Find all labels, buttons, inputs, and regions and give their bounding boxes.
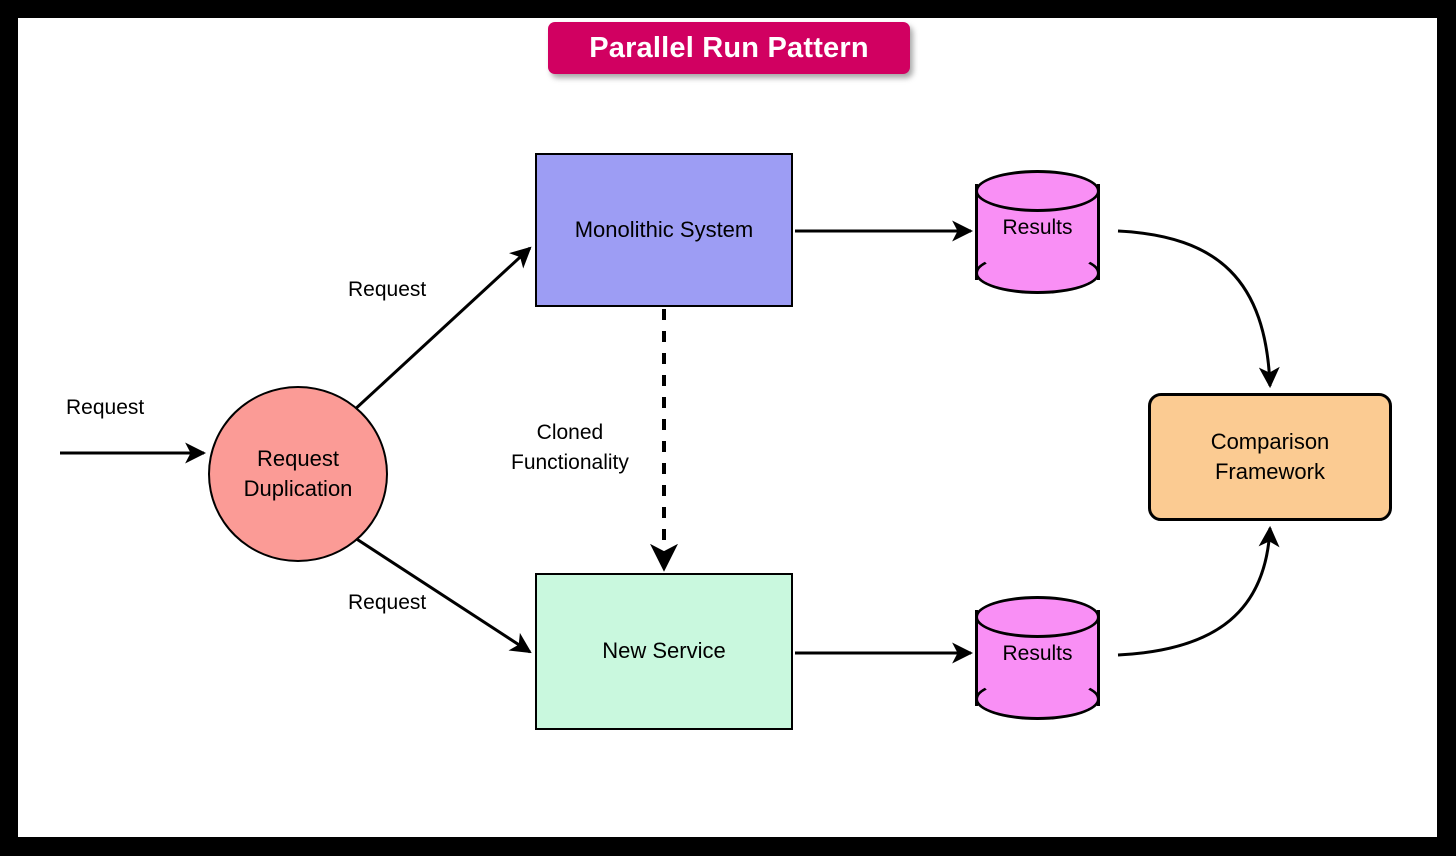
diagram-canvas: Parallel Run Pattern [18, 18, 1437, 837]
edge-results-bottom-to-comparison [1117, 525, 1280, 657]
edge-label-cloned-line1: Cloned [536, 421, 604, 444]
node-results-top[interactable]: Results [975, 170, 1100, 294]
node-request-duplication-label: Request Duplication [244, 444, 353, 505]
edge-label-duplication-to-monolith: Request [348, 278, 427, 301]
node-results-top-label: Results [1002, 216, 1073, 239]
edge-label-duplication-to-newservice: Request [348, 591, 427, 614]
node-results-bottom-label: Results [1002, 642, 1073, 665]
node-results-bottom[interactable]: Results [975, 596, 1100, 720]
node-request-duplication[interactable]: Request Duplication [208, 386, 388, 562]
node-request-duplication-line2: Duplication [243, 476, 353, 501]
edge-duplication-to-monolith [350, 246, 532, 414]
node-monolithic-system[interactable]: Monolithic System [535, 153, 793, 307]
edge-label-inbound-request: Request [66, 396, 145, 419]
cylinder-top-icon [975, 170, 1100, 212]
diagram-title-text: Parallel Run Pattern [589, 31, 869, 64]
node-comparison-framework-label: Comparison Framework [1211, 427, 1330, 488]
node-comparison-framework-line1: Comparison [1210, 428, 1330, 454]
cylinder-top-icon [975, 596, 1100, 638]
edge-label-cloned-line2: Functionality [511, 450, 629, 474]
edge-label-cloned-functionality: Cloned Functionality [511, 418, 629, 478]
node-new-service[interactable]: New Service [535, 573, 793, 730]
node-comparison-framework[interactable]: Comparison Framework [1148, 393, 1392, 521]
edge-results-top-to-comparison [1117, 229, 1280, 389]
node-comparison-framework-line2: Framework [1214, 459, 1325, 484]
diagram-title-banner: Parallel Run Pattern [548, 22, 910, 74]
cylinder-bottom-icon [975, 252, 1100, 294]
node-new-service-label: New Service [602, 638, 726, 664]
node-request-duplication-line1: Request [257, 445, 339, 471]
node-monolithic-system-label: Monolithic System [574, 216, 754, 242]
cylinder-bottom-icon [975, 678, 1100, 720]
